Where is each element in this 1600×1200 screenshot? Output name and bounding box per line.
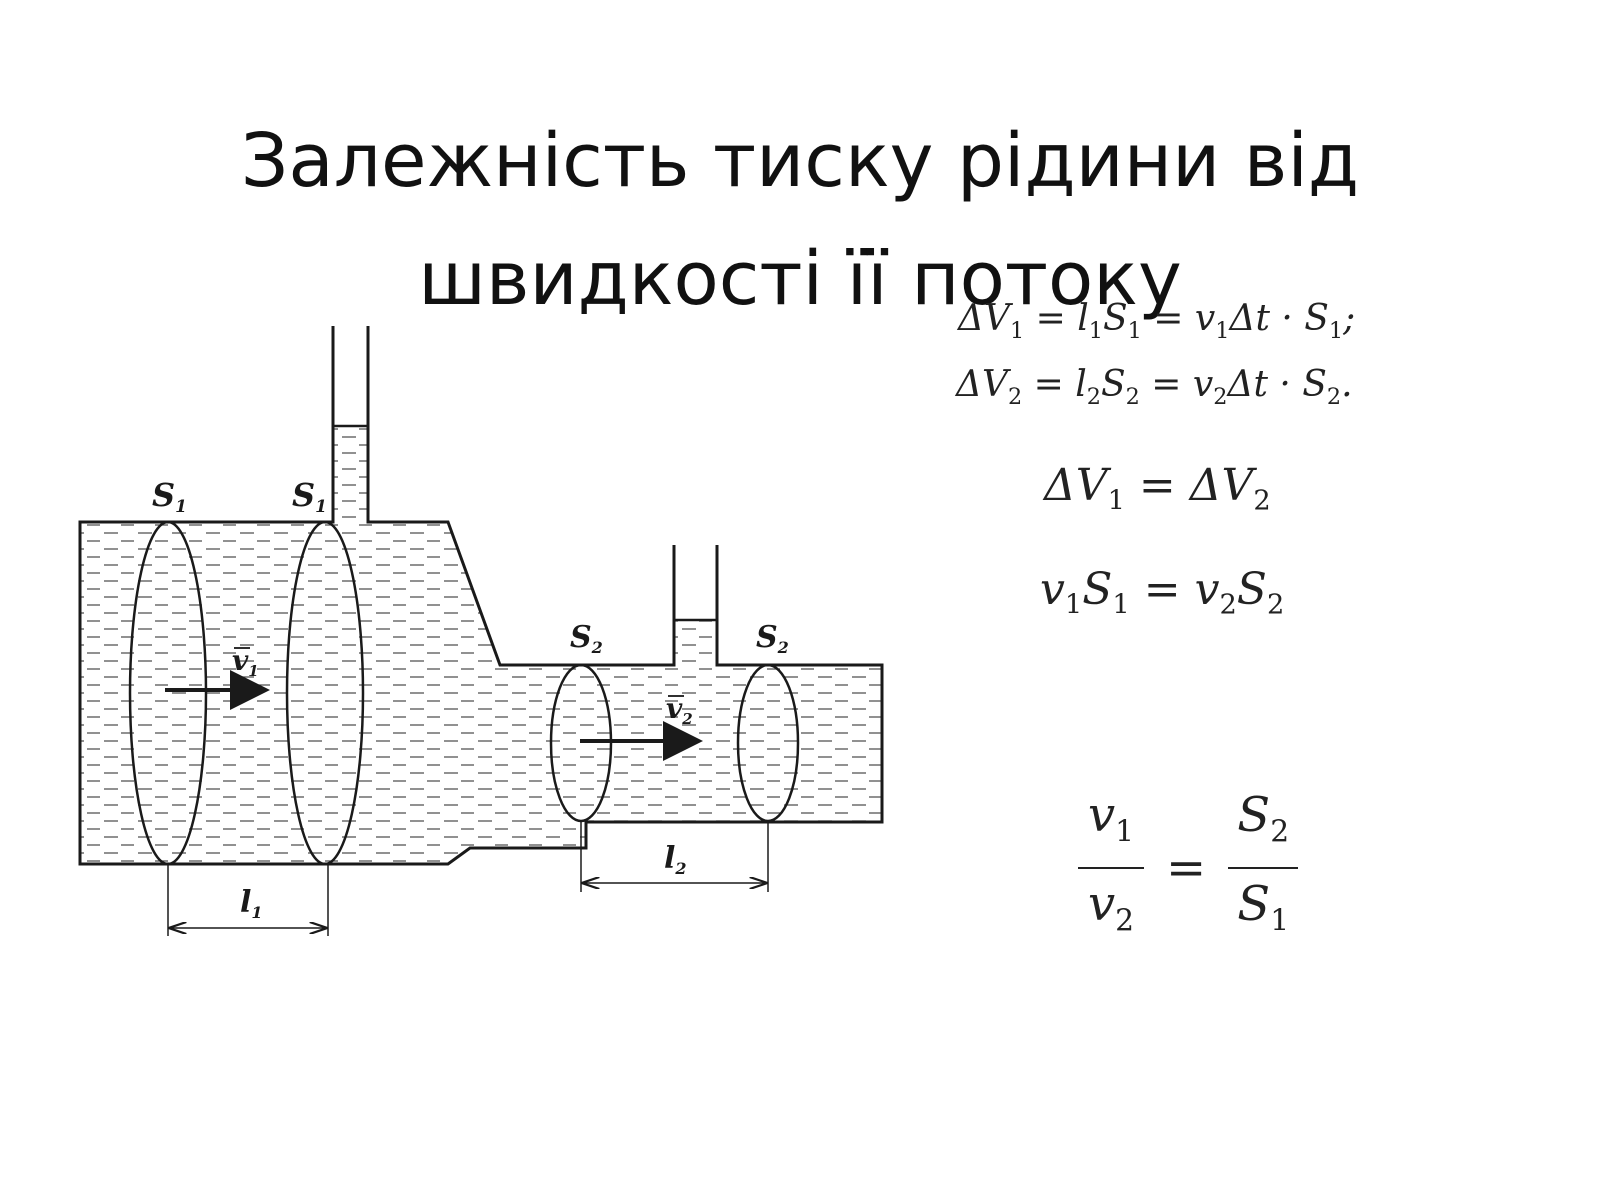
label-s1-left: S1 — [152, 476, 187, 517]
pipe-outline — [78, 326, 884, 866]
label-s1-right: S1 — [292, 476, 327, 517]
slide-title: Залежність тиску рідини від швидкості її… — [0, 102, 1600, 338]
cross-section-s2-right — [736, 663, 800, 823]
fraction-velocities: v1 v2 — [1078, 786, 1144, 951]
fraction-denominator-s1: S1 — [1237, 876, 1290, 939]
label-l1: l1 — [240, 885, 263, 922]
formula-volume-equality: ΔV1 = ΔV2 — [1044, 460, 1271, 517]
label-s2-right: S2 — [756, 620, 789, 657]
title-line-2: швидкості її потоку — [418, 235, 1182, 322]
formula-velocity-area-ratio: v1 v2 = S2 S1 — [1078, 786, 1299, 951]
fraction-equals-sign: = — [1166, 840, 1207, 897]
cross-section-s1-right — [285, 520, 365, 866]
label-s2-left: S2 — [570, 620, 603, 657]
formula-volume-2: ΔV2 = l2S2 = v2Δt · S2. — [956, 364, 1353, 410]
formula-volume-1: ΔV1 = l1S1 = v1Δt · S1; — [958, 298, 1356, 344]
formula-continuity: v1S1 = v2S2 — [1040, 564, 1285, 621]
fraction-bar-left — [1078, 867, 1144, 870]
pipe-outline-top-right — [366, 326, 676, 667]
fraction-numerator-s2: S2 — [1237, 787, 1290, 850]
fraction-denominator-v2: v2 — [1087, 876, 1135, 939]
title-line-1: Залежність тиску рідини від — [240, 117, 1360, 204]
label-l2: l2 — [664, 841, 687, 878]
fraction-numerator-v1: v1 — [1087, 787, 1135, 850]
fraction-bar-right — [1228, 867, 1299, 870]
label-v1: v1 — [232, 644, 259, 680]
label-v2: v2 — [666, 692, 693, 728]
fraction-areas: S2 S1 — [1228, 786, 1299, 951]
